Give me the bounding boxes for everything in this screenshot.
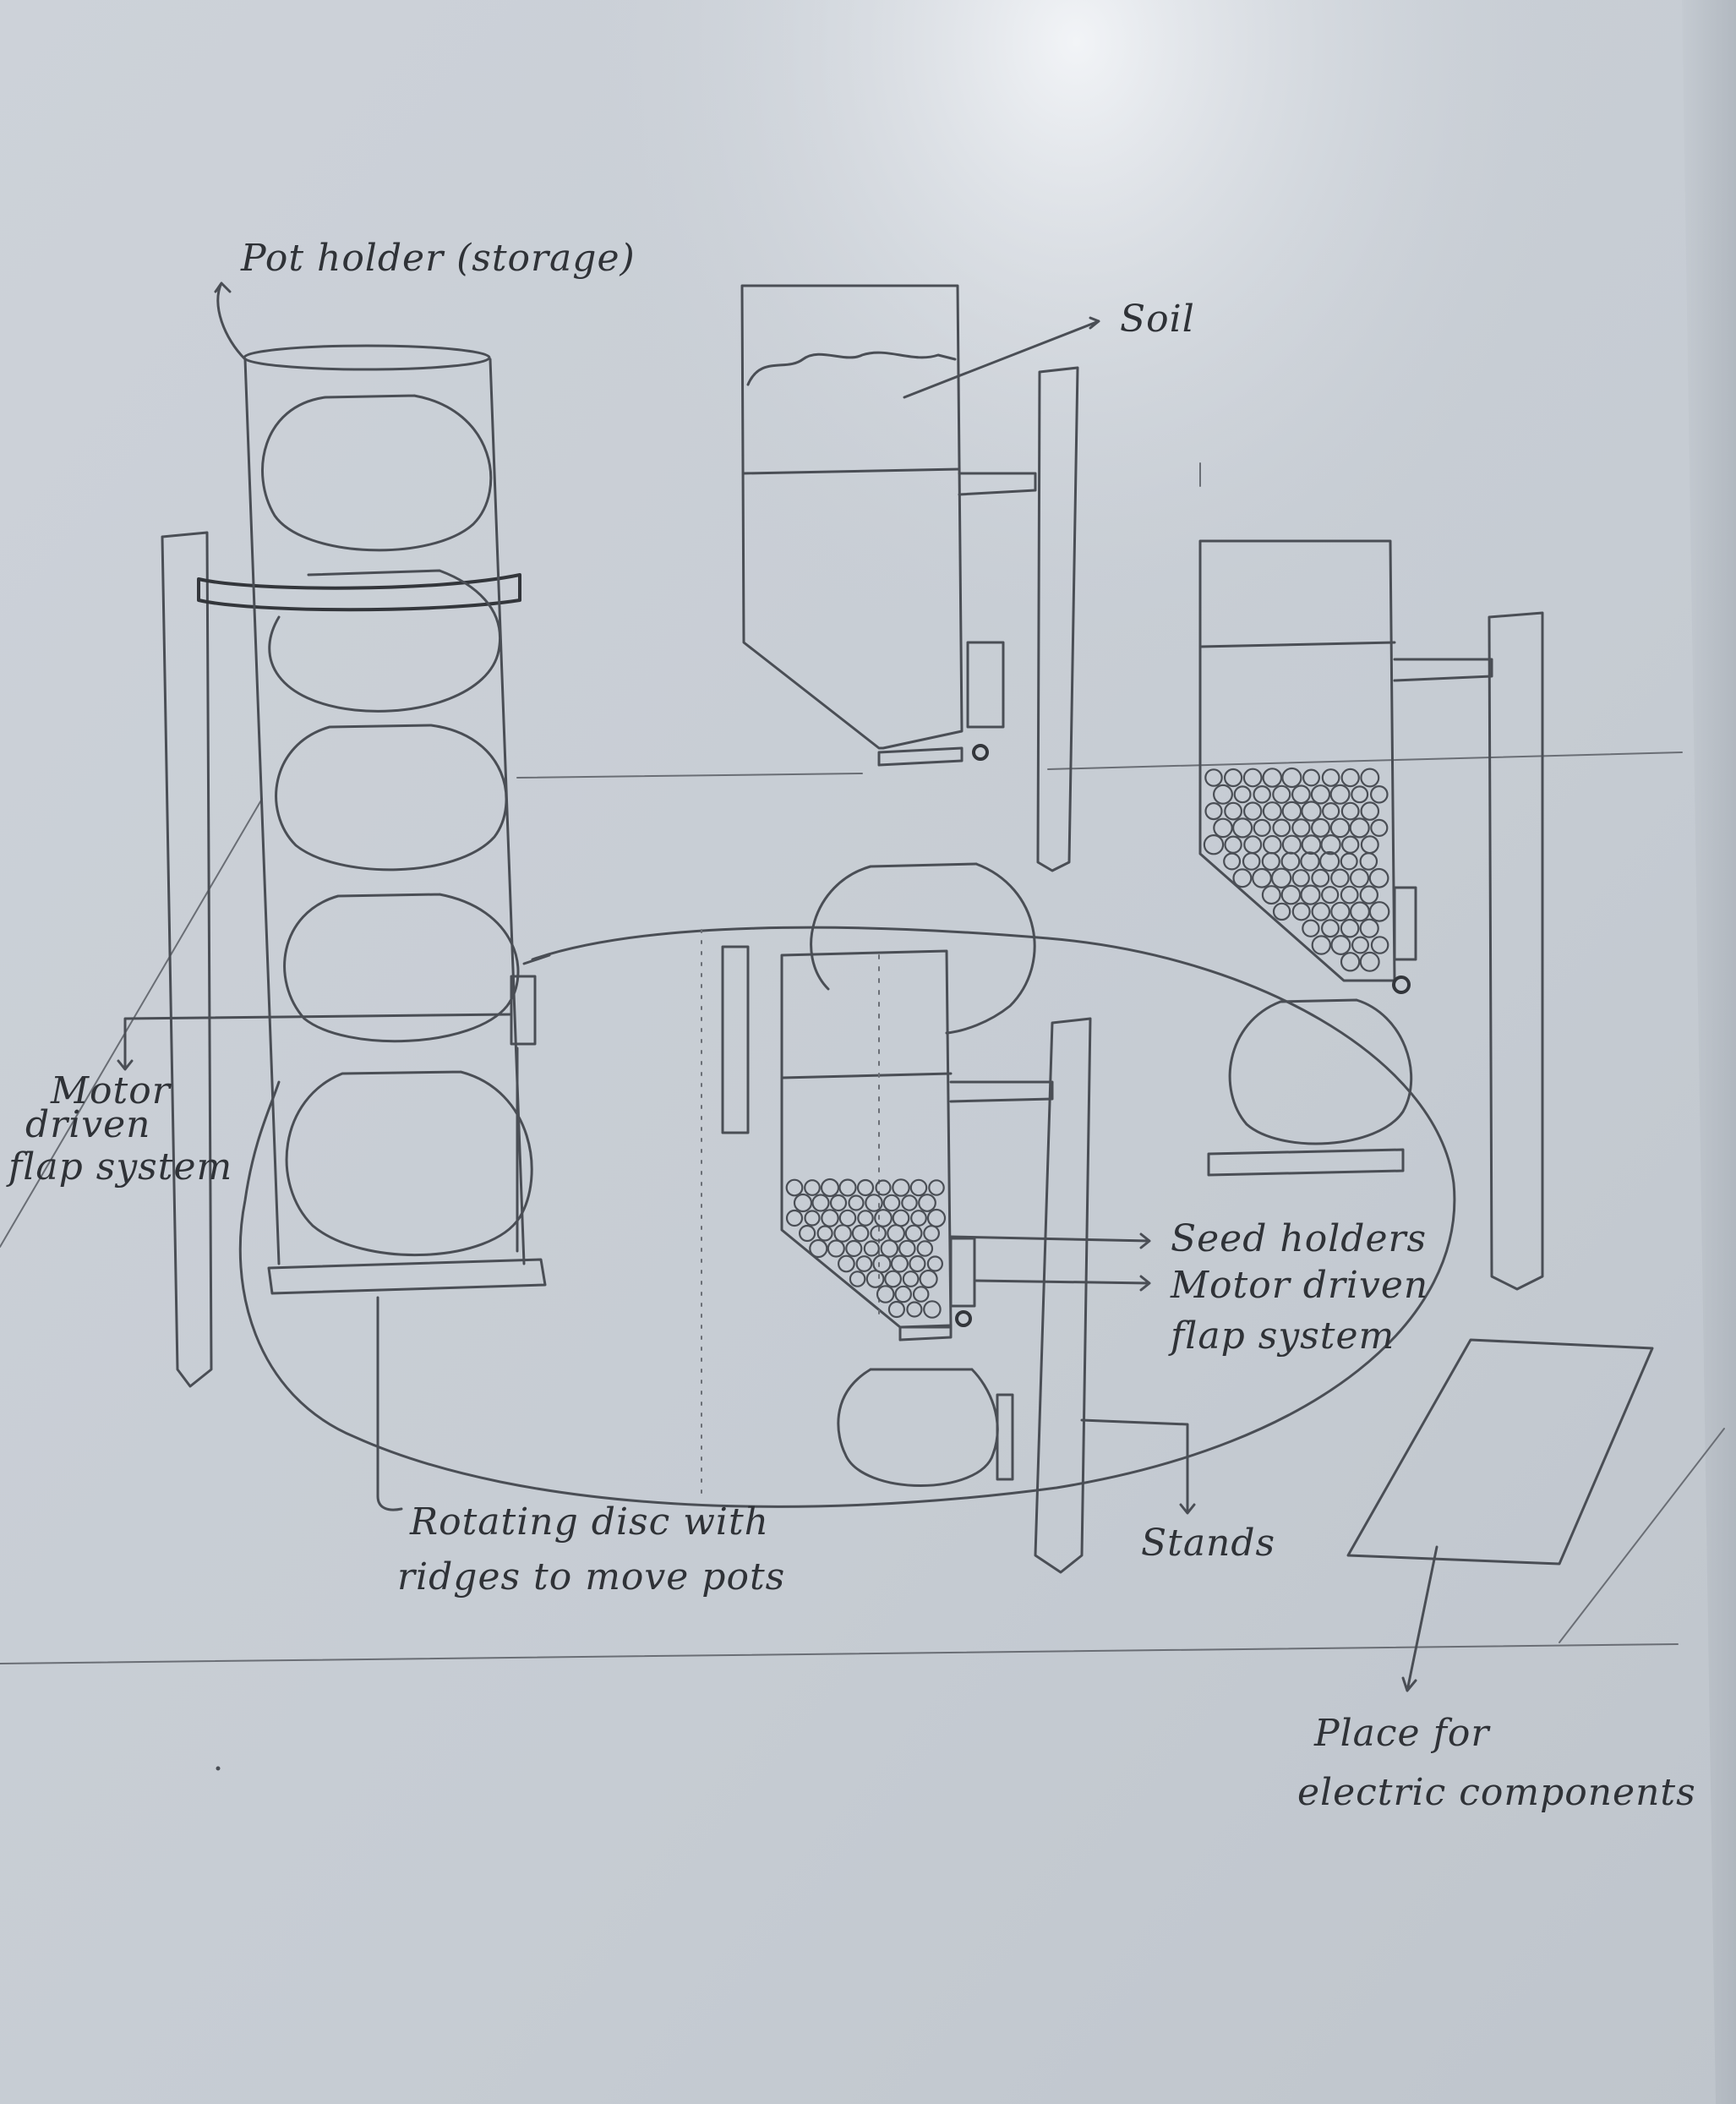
label-disc-1: Rotating disc with bbox=[409, 1500, 769, 1544]
stray-mark bbox=[216, 1767, 221, 1771]
label-right-flap-1: Motor driven bbox=[1170, 1264, 1428, 1307]
label-stands: Stands bbox=[1141, 1522, 1275, 1565]
label-electric-1: Place for bbox=[1313, 1712, 1491, 1755]
label-disc-2: ridges to move pots bbox=[397, 1555, 785, 1598]
label-soil: Soil bbox=[1120, 298, 1195, 341]
label-electric-2: electric components bbox=[1297, 1771, 1696, 1814]
label-pot-holder: Pot holder (storage) bbox=[240, 237, 636, 280]
label-left-flap-2: driven bbox=[25, 1103, 151, 1146]
label-seed-holder: Seed holders bbox=[1171, 1217, 1427, 1260]
label-right-flap-2: flap system bbox=[1168, 1314, 1395, 1358]
label-left-flap-3: flap system bbox=[6, 1145, 232, 1189]
